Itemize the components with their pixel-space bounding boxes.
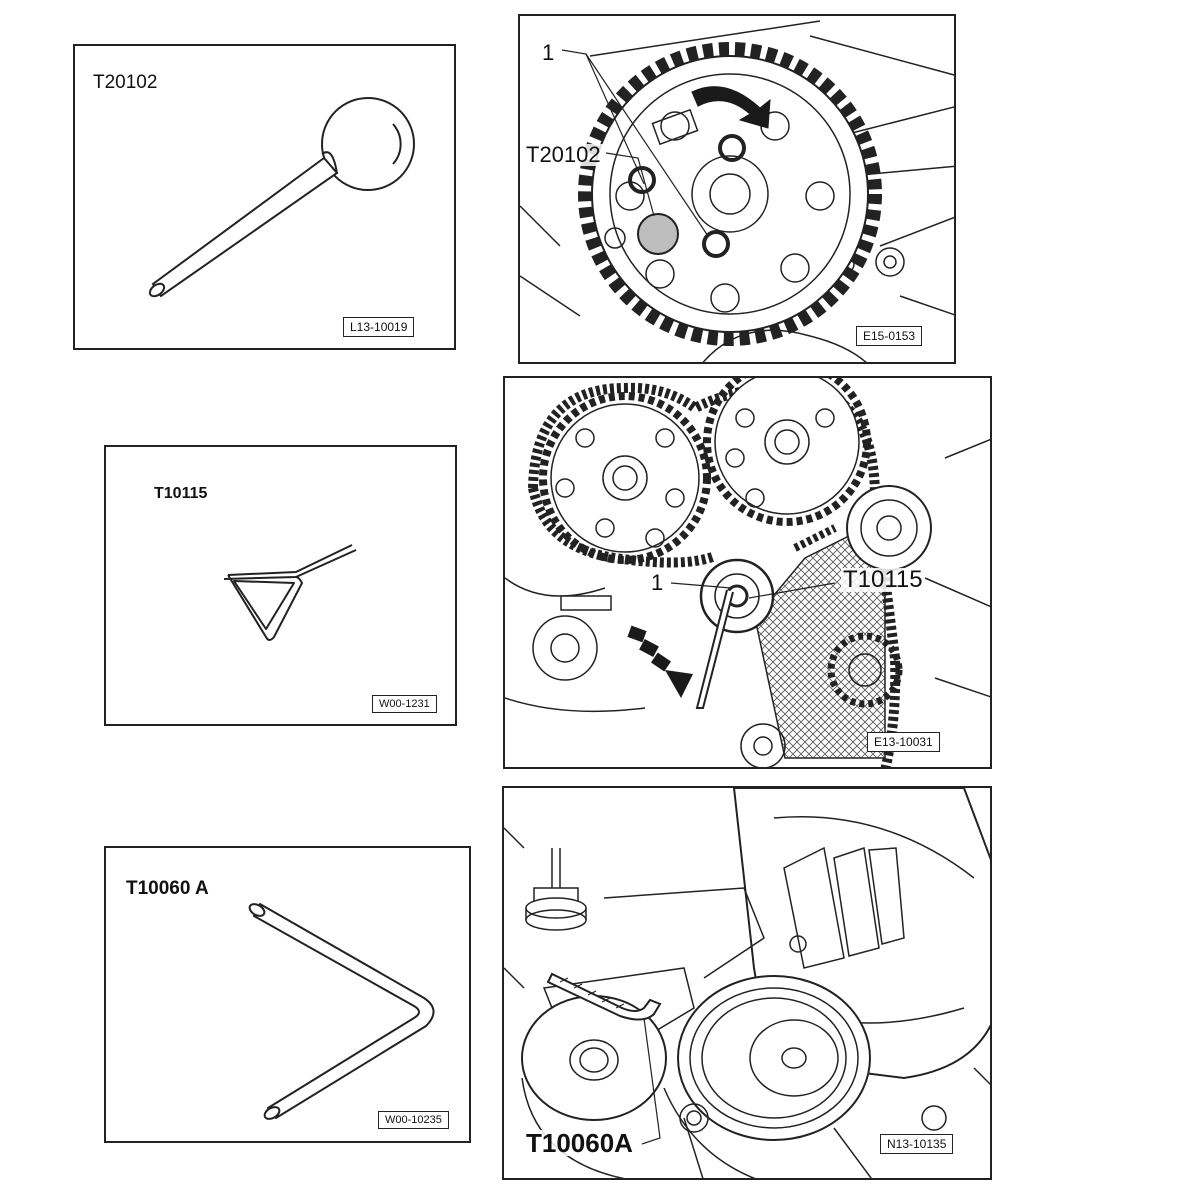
callout-number: 1 xyxy=(649,570,666,595)
figure-reference: E15-0153 xyxy=(856,326,923,346)
camshaft-sprocket-drawing xyxy=(520,20,954,362)
callout-tool-code: T10115 xyxy=(841,566,925,593)
tool-code-label: T20102 xyxy=(93,72,158,93)
diagram-panel-timing-belt: 1 T10115 E13-10031 xyxy=(503,376,992,769)
figure-reference: L13-10019 xyxy=(343,317,415,337)
locking-pin-drawing xyxy=(148,97,415,298)
diagram-panel-belt-tensioner: T10060A N13-10135 xyxy=(502,786,992,1180)
bent-pin-drawing xyxy=(248,903,435,1120)
tool-panel-bent-pin: T10060 A W00-10235 xyxy=(104,846,471,1143)
figure-reference: N13-10135 xyxy=(880,1134,954,1154)
callout-tool-code: T10060A xyxy=(524,1128,635,1158)
figure-reference: E13-10031 xyxy=(867,732,940,752)
callout-number: 1 xyxy=(540,40,557,65)
tool-code-label: T10060 A xyxy=(126,878,209,899)
tool-panel-locking-wire: T10115 W00-1231 xyxy=(104,445,457,726)
locking-wire-drawing xyxy=(223,544,357,641)
callout-tool-code: T20102 xyxy=(524,142,603,167)
tool-code-label: T10115 xyxy=(154,485,208,502)
figure-reference: W00-1231 xyxy=(372,695,437,713)
belt-tensioner-drawing xyxy=(504,788,990,1178)
diagram-panel-camshaft-sprocket: 1 T20102 E15-0153 xyxy=(518,14,956,364)
tool-panel-locking-pin: T20102 L13-10019 xyxy=(73,44,456,350)
figure-reference: W00-10235 xyxy=(378,1111,449,1129)
